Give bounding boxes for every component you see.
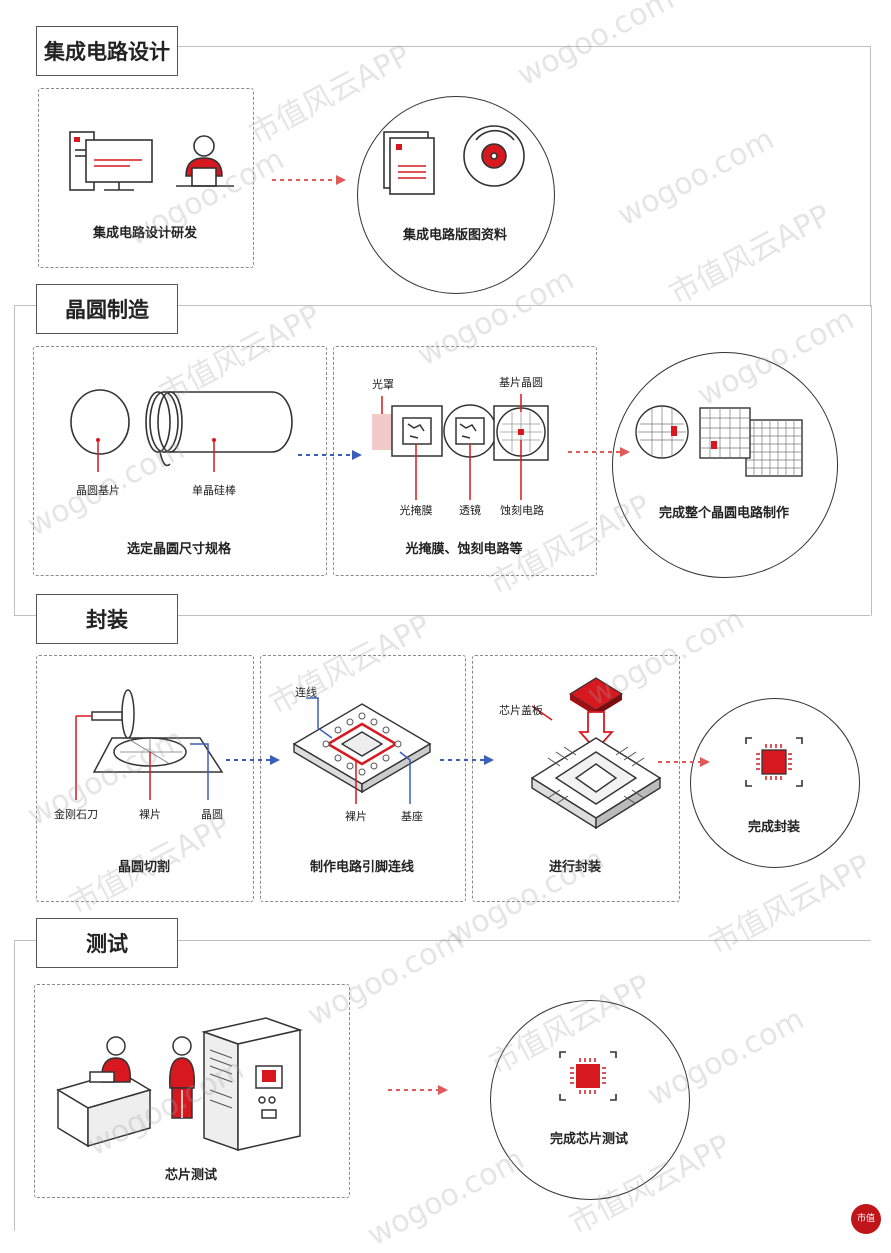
section-title-test: 测试 [36,918,178,968]
section-title-wafer: 晶圆制造 [36,284,178,334]
test-section-frame [14,940,871,1231]
package-step3-box [472,655,680,902]
designer-icon [176,135,234,187]
wire-label: 连线 [295,686,317,699]
tested-chip-icon [559,1051,617,1101]
wafer-step1-caption: 选定晶圆尺寸规格 [126,542,231,557]
test-step-box [34,984,350,1198]
base-label: 基座 [401,810,423,823]
design-step-box [38,88,254,268]
design-result-caption: 集成电路版图资料 [402,228,507,243]
wire-bond-base-icon [292,703,432,794]
section-title-package: 封装 [36,594,178,644]
design-section-frame [110,46,871,307]
die-label: 裸片 [139,808,161,821]
chip-lid-icon [568,677,624,716]
package-result-caption: 完成封装 [747,820,800,835]
down-arrow-icon [577,711,615,752]
wafer-result-caption: 完成整个晶圆电路制作 [658,506,789,521]
lens-label: 透镜 [459,504,481,517]
wafer-disc-icon [70,389,130,455]
etch-circuit-label: 蚀刻电路 [500,504,544,517]
wafer-step1-box [33,346,327,576]
chip-package-icon [530,737,662,830]
package-step1-caption: 晶圆切割 [117,860,170,875]
tester-person-icon [56,1036,152,1148]
test-step-caption: 芯片测试 [164,1168,217,1183]
disc-icon [463,125,525,187]
section-title-design: 集成电路设计 [36,26,178,76]
wafer-disc-label: 晶圆基片 [76,484,120,497]
wafer-step2-box [333,346,597,576]
finished-wafer-icon [635,405,803,477]
silicon-ingot-icon [145,391,293,467]
package-step3-caption: 进行封装 [548,860,601,875]
mask-label: 光罩 [372,378,394,391]
design-result-circle [357,96,555,294]
test-result-caption: 完成芯片测试 [549,1132,628,1147]
test-machine-icon [201,1017,303,1152]
package-step1-box [36,655,254,902]
substrate-wafer-icon [493,405,549,461]
operator-person-icon [169,1036,195,1119]
package-step2-box [260,655,466,902]
package-result-circle [690,698,860,868]
lens-icon [443,404,497,458]
test-result-circle [490,1000,690,1200]
photomask-icon [391,405,443,457]
photomask-label: 光掩膜 [399,504,433,517]
chip-lid-label: 芯片盖板 [499,704,543,717]
wafer-saw-icon [91,689,224,773]
document-icon [383,131,435,195]
design-step-caption: 集成电路设计研发 [92,226,197,241]
wafer-step2-caption: 光掩膜、蚀刻电路等 [405,542,523,557]
die-bond-label: 裸片 [345,810,367,823]
substrate-wafer-label: 基片晶圆 [499,376,543,389]
packaged-chip-icon [745,737,803,787]
computer-icon [69,131,153,191]
wafer-section-frame [14,305,872,616]
diamond-saw-label: 金刚石刀 [54,808,98,821]
wafer-cut-label: 晶圆 [201,808,223,821]
package-section-frame [14,615,870,616]
silicon-ingot-label: 单晶硅棒 [192,484,236,497]
brand-logo: 市值 [851,1204,881,1234]
package-step2-caption: 制作电路引脚连线 [309,860,414,875]
